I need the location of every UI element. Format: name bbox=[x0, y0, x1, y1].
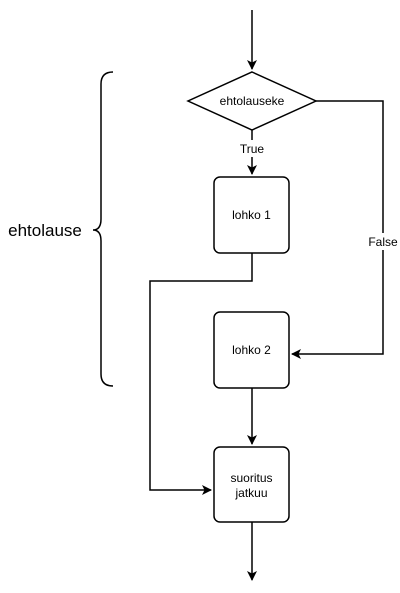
block1-label: lohko 1 bbox=[232, 208, 271, 222]
condition-label: ehtolauseke bbox=[220, 94, 285, 108]
block2-label: lohko 2 bbox=[232, 343, 271, 357]
false-edge bbox=[291, 100, 384, 359]
block1-to-continue-edge bbox=[149, 253, 253, 495]
continue-label-line1: suoritus bbox=[230, 471, 272, 485]
true-label-bg bbox=[234, 140, 270, 157]
true-edge-label: True bbox=[240, 142, 265, 156]
brace-label: ehtolause bbox=[8, 221, 82, 240]
continue-label-line2: jatkuu bbox=[234, 486, 267, 500]
curly-brace bbox=[92, 71, 114, 387]
false-label-bg bbox=[364, 233, 400, 250]
false-edge-label: False bbox=[368, 235, 398, 249]
